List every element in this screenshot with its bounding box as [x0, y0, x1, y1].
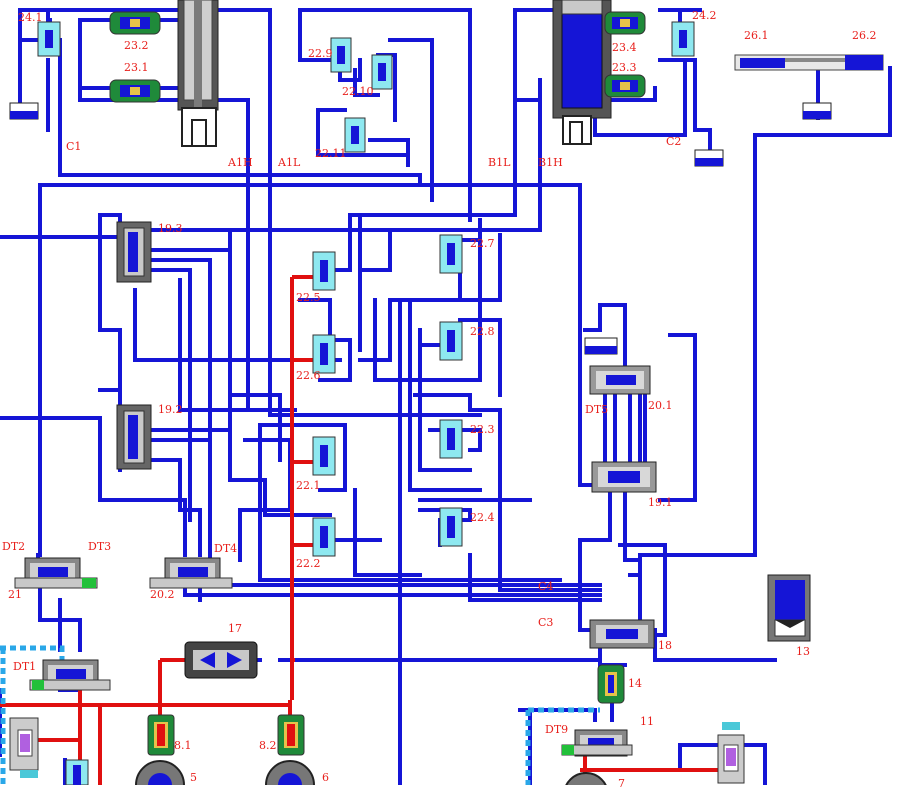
cylinder-13 [767, 574, 811, 642]
label-23-1: 23.1 [124, 61, 149, 74]
pipe-network [0, 8, 892, 785]
label-dt9: DT9 [545, 723, 569, 736]
pumps [135, 760, 607, 785]
label-26-2: 26.2 [852, 29, 877, 42]
label-c3: C3 [538, 616, 554, 629]
label-23-2: 23.2 [124, 39, 149, 52]
label-b1h: B1H [538, 156, 563, 169]
label-dt3: DT3 [88, 540, 112, 553]
label-b1l: B1L [488, 156, 511, 169]
label-22-6: 22.6 [296, 369, 321, 382]
pressure-lines [0, 275, 725, 785]
label-22-7: 22.7 [470, 237, 495, 250]
label-22-4: 22.4 [470, 511, 495, 524]
label-22-8: 22.8 [470, 325, 495, 338]
green-check-valves [109, 11, 646, 103]
directional-valves [9, 221, 745, 785]
label-21: 21 [8, 588, 22, 601]
label-7: 7 [618, 777, 625, 790]
pilot-lines [0, 645, 600, 785]
label-26-1: 26.1 [744, 29, 769, 42]
label-22-11: 22.11 [315, 147, 347, 160]
cylinder-a1 [177, 0, 219, 147]
label-23-4: 23.4 [612, 41, 637, 54]
label-22-10: 22.10 [342, 85, 374, 98]
label-c2: C2 [666, 135, 682, 148]
label-19-3: 19.3 [158, 222, 183, 235]
label-6: 6 [322, 771, 329, 784]
label-17: 17 [228, 622, 242, 635]
label-19-2: 19.2 [158, 403, 183, 416]
label-8-2: 8.2 [259, 739, 277, 752]
label-a1l: A1L [278, 156, 301, 169]
label-19-1: 19.1 [648, 496, 673, 509]
label-22-1: 22.1 [296, 479, 321, 492]
label-c1: C1 [66, 140, 82, 153]
label-18: 18 [658, 639, 672, 652]
label-c4: C4 [538, 580, 554, 593]
label-dt1: DT1 [13, 660, 37, 673]
label-5: 5 [190, 771, 197, 784]
cylinder-b1 [552, 0, 612, 145]
cyan-check-valves [37, 21, 695, 557]
label-14: 14 [628, 677, 642, 690]
label-24-2: 24.2 [692, 9, 717, 22]
cylinder-26 [734, 54, 884, 71]
label-22-3: 22.3 [470, 423, 495, 436]
label-23-3: 23.3 [612, 61, 637, 74]
label-11: 11 [640, 715, 654, 728]
label-24-1: 24.1 [18, 11, 43, 24]
label-22-2: 22.2 [296, 557, 321, 570]
label-13: 13 [796, 645, 810, 658]
label-a1h: A1H [228, 156, 253, 169]
label-dt2: DT2 [2, 540, 26, 553]
label-22-9: 22.9 [308, 47, 333, 60]
label-22-5: 22.5 [296, 291, 321, 304]
label-dt4: DT4 [214, 542, 238, 555]
label-dt5: DT5 [585, 403, 609, 416]
label-8-1: 8.1 [174, 739, 192, 752]
tank-symbols [9, 102, 832, 355]
label-20-1: 20.1 [648, 399, 673, 412]
label-20-2: 20.2 [150, 588, 175, 601]
